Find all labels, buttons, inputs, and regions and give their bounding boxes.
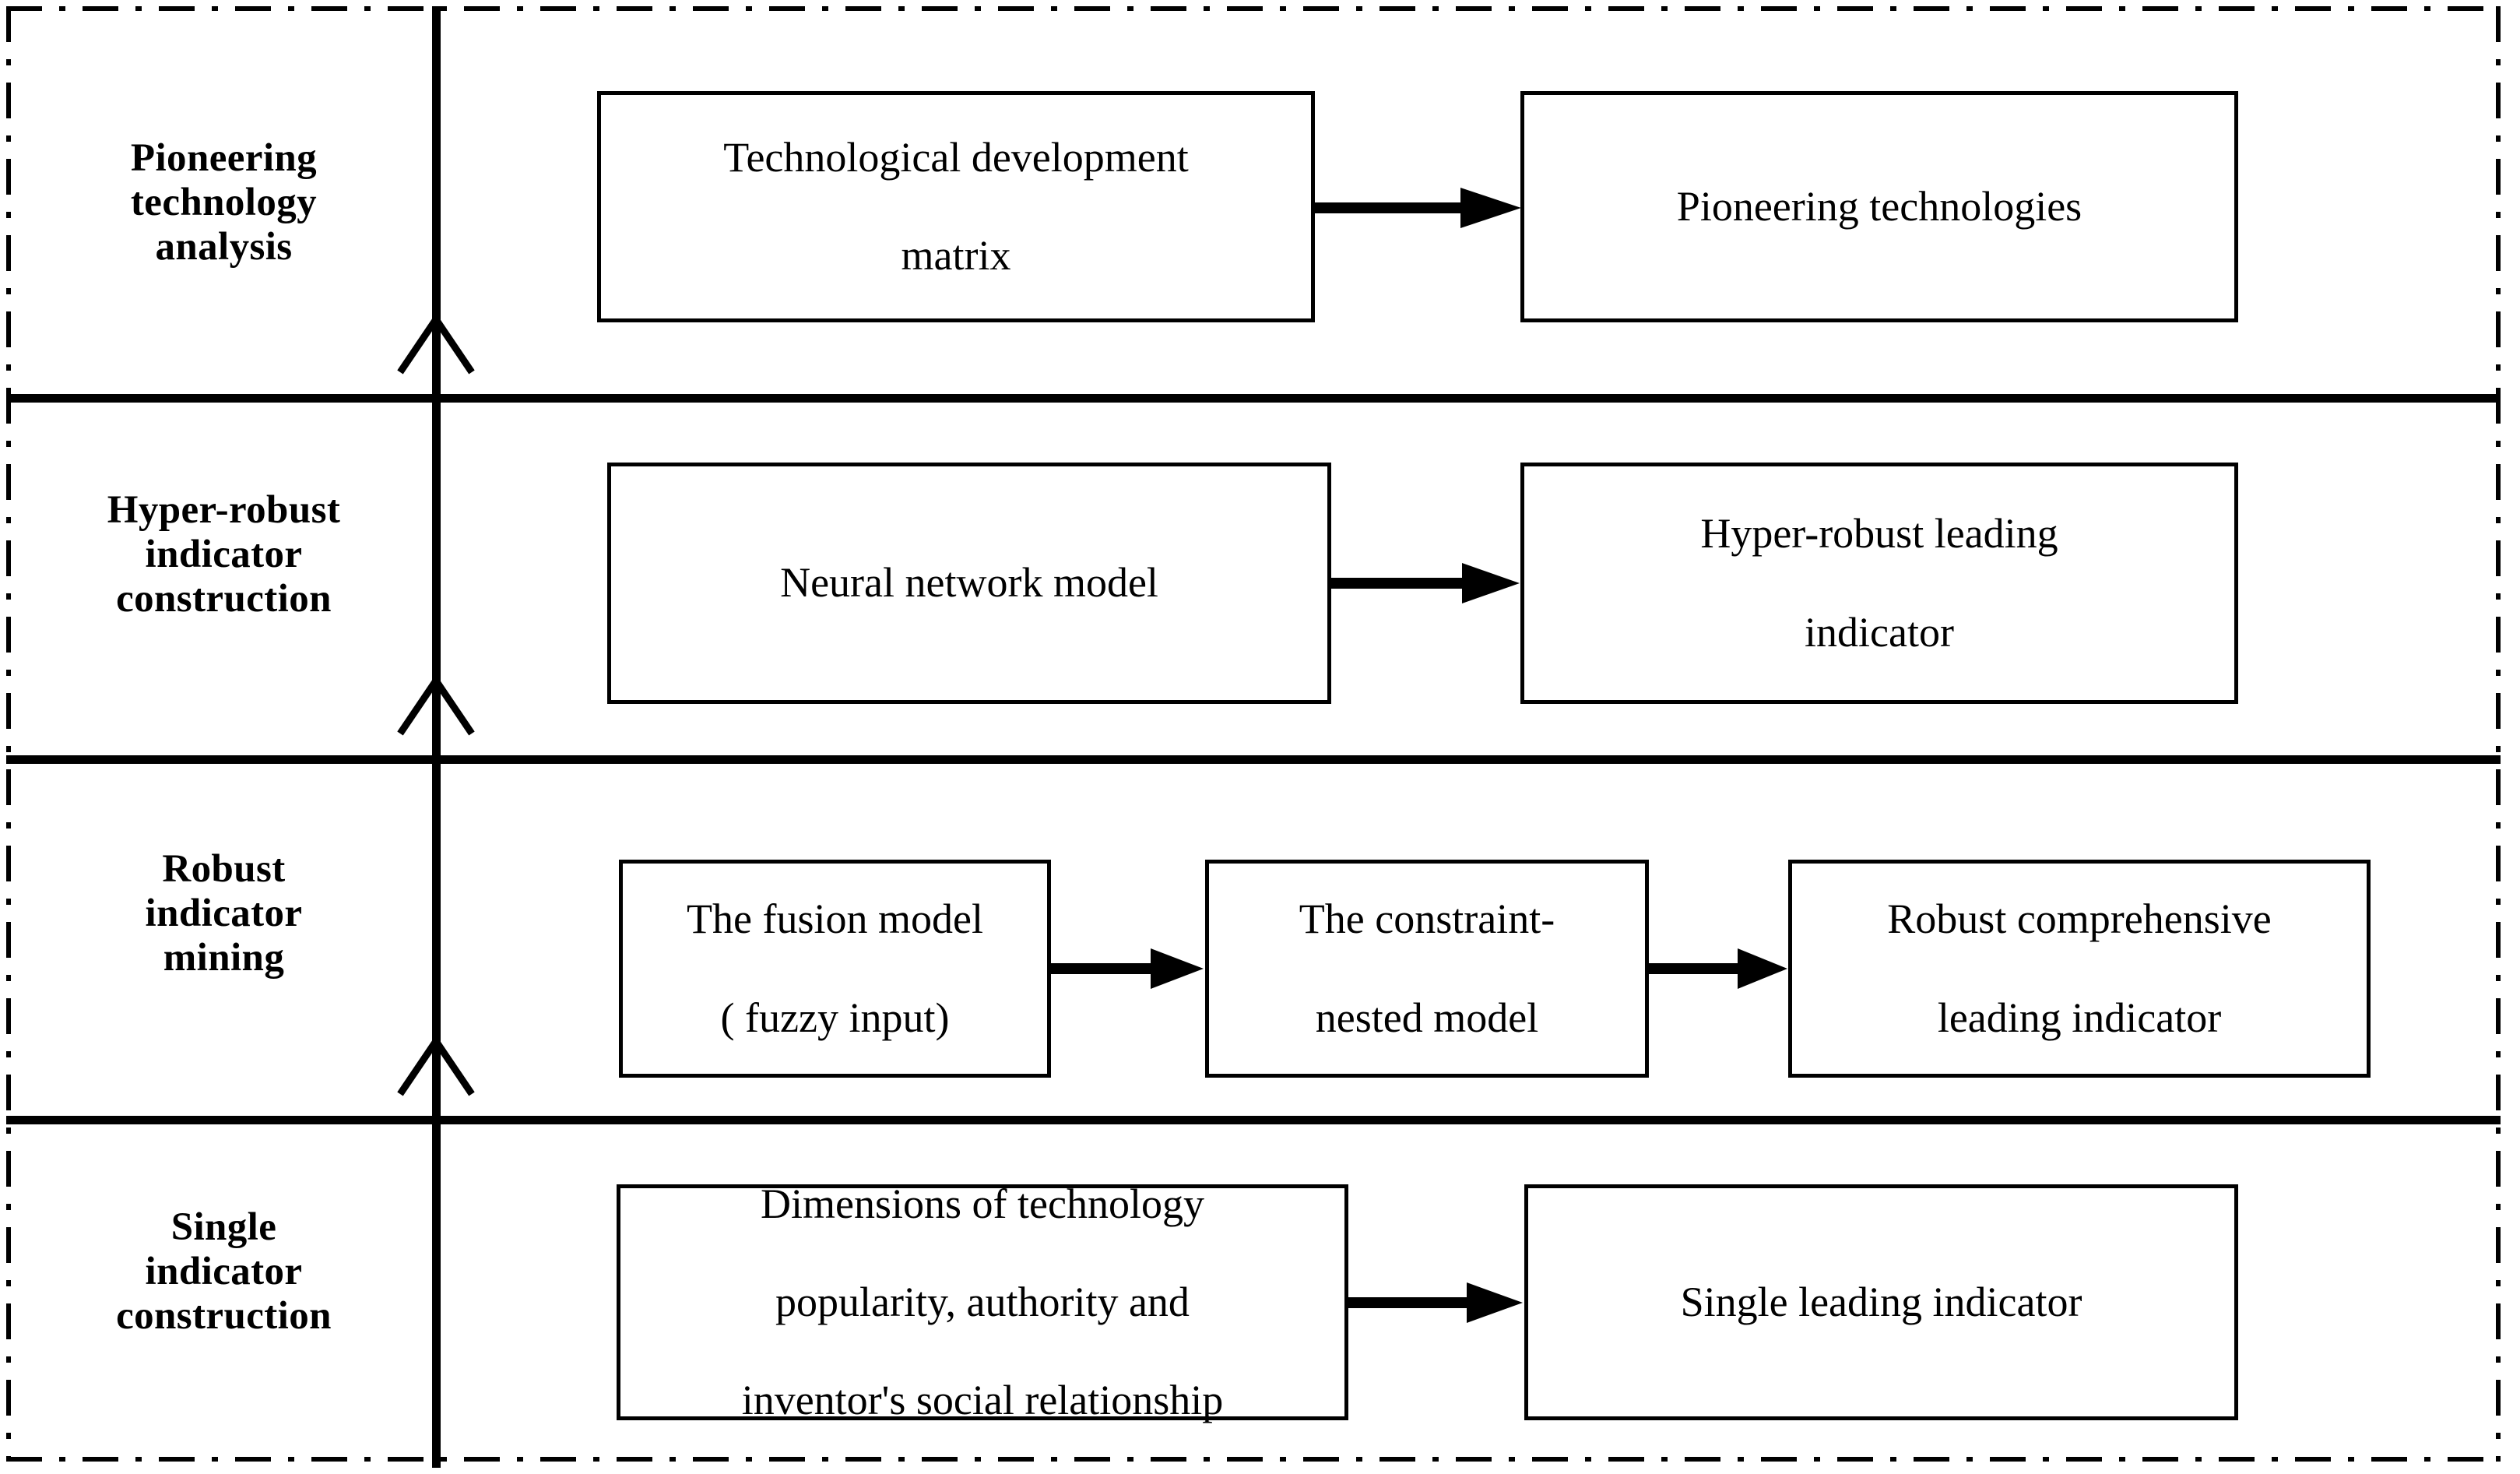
r1b1-line1: Technological development <box>723 133 1189 181</box>
row-divider-3 <box>6 1116 2501 1124</box>
row4-label-line2: indicator <box>145 1250 303 1294</box>
row4-label-line1: Single <box>170 1205 277 1249</box>
node-neural-network-model[interactable]: Neural network model <box>607 463 1331 704</box>
vertical-axis-line <box>432 6 441 1468</box>
node-the-constraint-nested-model[interactable]: The constraint- nested model <box>1205 860 1649 1078</box>
r4b1-line1: Dimensions of technology <box>761 1180 1204 1227</box>
node-robust-comprehensive-leading-indicator[interactable]: Robust comprehensive leading indicator <box>1788 860 2371 1078</box>
r3b1-line2: ( fuzzy input) <box>720 994 950 1041</box>
row4-label-line3: construction <box>116 1294 332 1339</box>
row-divider-1 <box>6 394 2501 403</box>
r3b3-line1: Robust comprehensive <box>1887 895 2272 943</box>
row-label-pioneering-technology-analysis: Pioneering technology analysis <box>16 136 432 269</box>
arrow-r1-b1-to-b2 <box>1313 185 1524 231</box>
node-single-leading-indicator[interactable]: Single leading indicator <box>1524 1184 2238 1420</box>
node-the-fusion-model[interactable]: The fusion model ( fuzzy input) <box>619 860 1051 1078</box>
r3b2-line1: The constraint- <box>1299 895 1555 943</box>
r1b2-line1: Pioneering technologies <box>1676 182 2082 230</box>
r3b1-line1: The fusion model <box>687 895 983 943</box>
border-top <box>6 6 2501 11</box>
node-hyper-robust-leading-indicator[interactable]: Hyper-robust leading indicator <box>1520 463 2238 704</box>
r3b2-line2: nested model <box>1315 994 1539 1041</box>
node-technological-development-matrix[interactable]: Technological development matrix <box>597 91 1315 322</box>
row3-label-line1: Robust <box>162 847 286 891</box>
row1-label-line3: analysis <box>155 225 293 269</box>
node-dimensions-of-technology[interactable]: Dimensions of technology popularity, aut… <box>617 1180 1348 1423</box>
arrow-r2-b1-to-b2 <box>1330 560 1523 607</box>
row1-label-line2: technology <box>130 181 318 225</box>
border-right <box>2496 6 2501 1462</box>
node-pioneering-technologies[interactable]: Pioneering technologies <box>1520 91 2238 322</box>
row-label-robust-indicator-mining: Robust indicator mining <box>16 847 432 980</box>
r3b3-line2: leading indicator <box>1937 994 2222 1041</box>
arrow-r3-b2-to-b3 <box>1647 945 1791 992</box>
row3-label-line3: mining <box>163 936 285 980</box>
border-bottom <box>6 1457 2501 1462</box>
arrow-r3-b1-to-b2 <box>1049 945 1207 992</box>
row2-label-line2: indicator <box>145 533 303 577</box>
row-label-single-indicator-construction: Single indicator construction <box>16 1205 432 1339</box>
border-left <box>6 6 11 1462</box>
row1-label-line1: Pioneering <box>130 136 318 180</box>
r4b1-line2: popularity, authority and <box>775 1278 1190 1325</box>
row-divider-2 <box>6 755 2501 764</box>
r4b2-line1: Single leading indicator <box>1680 1278 2082 1325</box>
r2b2-line2: indicator <box>1805 608 1954 656</box>
row3-label-line2: indicator <box>145 892 303 936</box>
row2-label-line1: Hyper-robust <box>107 488 341 532</box>
r2b2-line1: Hyper-robust leading <box>1700 510 2058 558</box>
arrow-r4-b1-to-b2 <box>1347 1279 1526 1326</box>
r1b1-line2: matrix <box>901 232 1011 280</box>
r2b1-line1: Neural network model <box>780 559 1158 607</box>
r4b1-line3: inventor's social relationship <box>741 1377 1224 1424</box>
row-label-hyper-robust-indicator-construction: Hyper-robust indicator construction <box>16 488 432 621</box>
row2-label-line3: construction <box>116 577 332 621</box>
